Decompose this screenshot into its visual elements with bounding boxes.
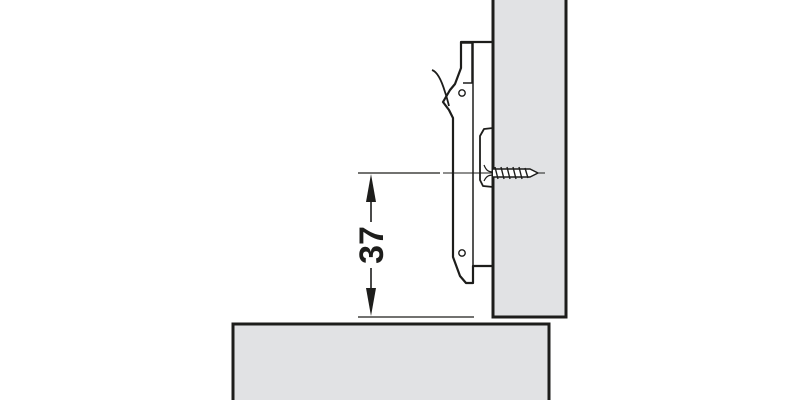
wood-screw — [493, 166, 545, 180]
arrow-up-icon — [366, 174, 376, 202]
horizontal-panel — [231, 322, 551, 400]
vertical-side-panel — [491, 0, 568, 319]
dimension-37 — [358, 172, 474, 318]
dimension-label: 37 — [353, 226, 391, 264]
arrow-down-icon — [366, 288, 376, 316]
mounting-plate — [431, 40, 494, 285]
